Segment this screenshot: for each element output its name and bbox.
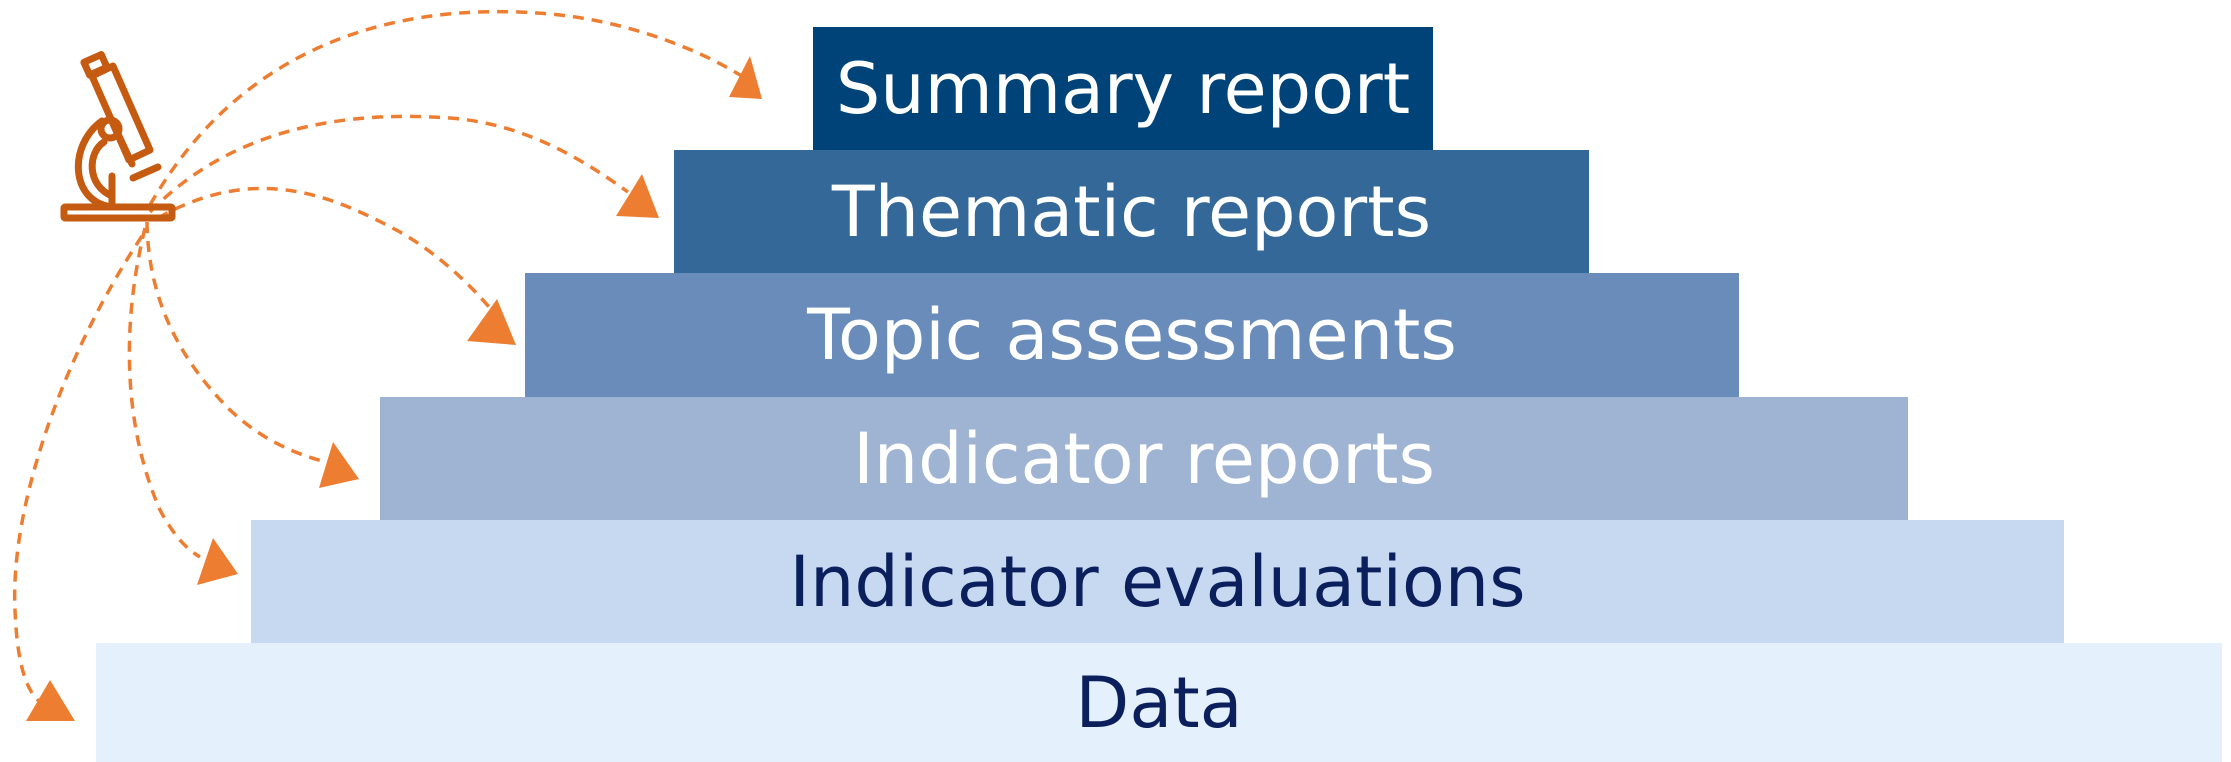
tier-topic-assessments: Topic assessments <box>525 273 1739 397</box>
tier-label: Indicator evaluations <box>789 540 1526 623</box>
arrowhead-thematic-reports <box>616 174 659 218</box>
tier-summary-report: Summary report <box>813 27 1433 150</box>
arrowhead-indicator-reports <box>319 442 359 488</box>
arrow-to-summary-report <box>148 9 749 206</box>
tier-data: Data <box>96 643 2222 762</box>
tier-thematic-reports: Thematic reports <box>674 150 1589 273</box>
tier-indicator-evaluations: Indicator evaluations <box>251 520 2064 643</box>
arrow-to-data <box>12 235 144 704</box>
arrowhead-summary-report <box>729 56 762 99</box>
arrow-to-indicator-evaluations <box>127 227 201 559</box>
tier-label: Topic assessments <box>807 294 1457 376</box>
arrow-to-topic-assessments <box>157 186 492 310</box>
microscope-icon <box>60 51 176 222</box>
arrowhead-data <box>26 680 75 721</box>
arrow-to-indicator-reports <box>145 221 323 463</box>
arrowhead-topic-assessments <box>467 299 516 345</box>
tier-indicator-reports: Indicator reports <box>380 397 1908 520</box>
tier-label: Summary report <box>835 47 1411 130</box>
tier-label: Indicator reports <box>853 417 1435 500</box>
arrow-to-thematic-reports <box>148 114 630 214</box>
tier-label: Data <box>1075 661 1243 744</box>
arrowhead-indicator-evaluations <box>197 538 238 585</box>
tier-label: Thematic reports <box>831 170 1432 253</box>
